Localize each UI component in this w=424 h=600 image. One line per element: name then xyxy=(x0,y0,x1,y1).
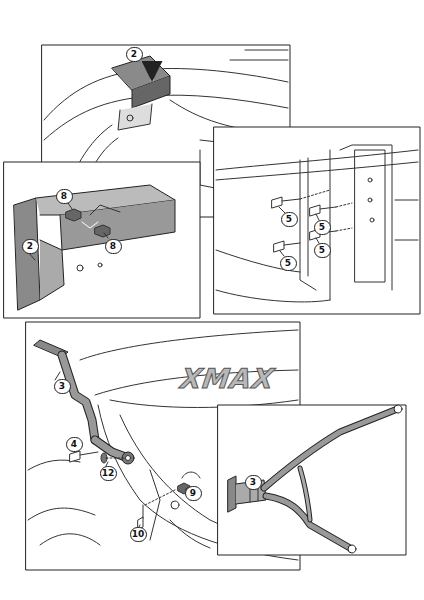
callout-number: 5 xyxy=(314,220,331,235)
callout-number: 3 xyxy=(54,379,71,394)
leader-lines xyxy=(55,372,188,527)
callout-number: 8 xyxy=(56,189,73,204)
callout-number: 12 xyxy=(100,466,117,481)
rack-assembly xyxy=(228,405,402,553)
view-frame xyxy=(218,405,406,555)
callout-number: 2 xyxy=(126,47,143,62)
view-frame xyxy=(4,162,200,318)
callout-number: 5 xyxy=(280,256,297,271)
callout-number: 5 xyxy=(314,243,331,258)
view-frame xyxy=(214,127,420,314)
callout-number: 8 xyxy=(105,239,122,254)
callout-number: 3 xyxy=(245,475,262,490)
callout-number: 10 xyxy=(130,527,147,542)
bolts xyxy=(272,190,352,252)
bracket-plate xyxy=(14,185,175,310)
fixings xyxy=(70,451,190,530)
model-lettering: XMAX xyxy=(179,363,277,394)
callout-number: 2 xyxy=(22,239,39,254)
callout-number: 4 xyxy=(66,437,83,452)
leader-lines xyxy=(28,203,108,260)
leader-lines xyxy=(279,207,319,256)
callout-number: 5 xyxy=(281,212,298,227)
callout-number: 9 xyxy=(185,486,202,501)
rear-rack-arm xyxy=(34,340,134,464)
frame-detail xyxy=(216,145,418,302)
